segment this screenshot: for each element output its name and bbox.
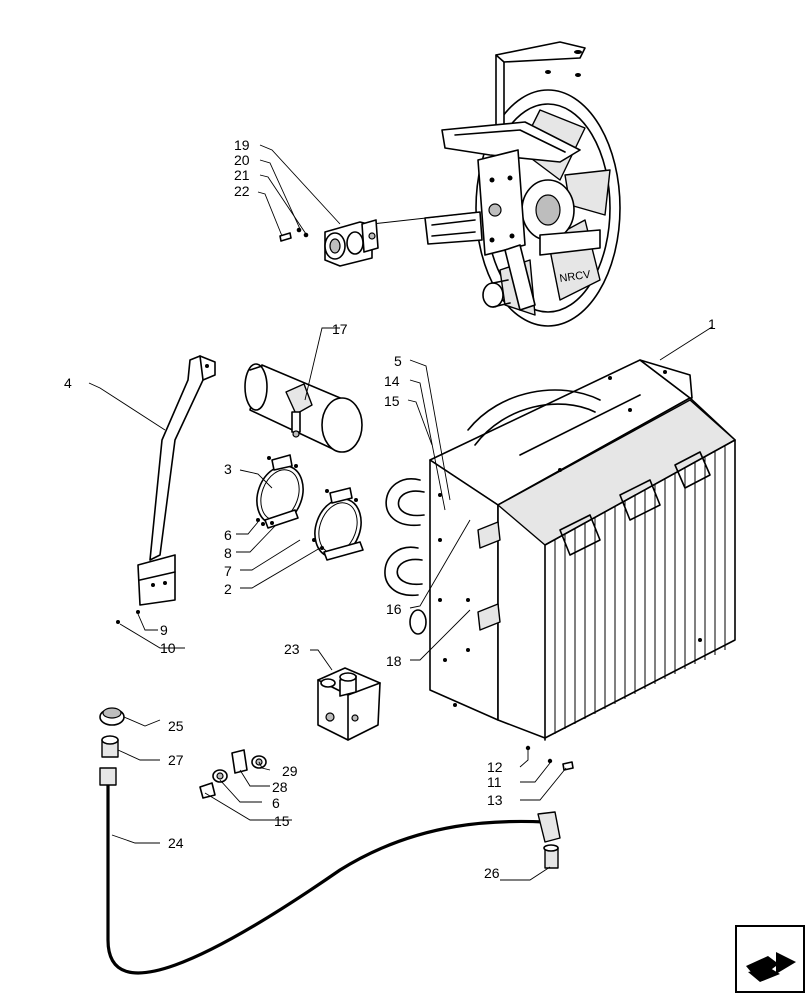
callout-22: 22	[234, 183, 250, 199]
next-page-arrow-icon[interactable]	[735, 925, 805, 993]
callout-27: 27	[168, 752, 184, 768]
elbow-fitting-26	[543, 844, 559, 869]
callout-29: 29	[282, 763, 298, 779]
fan-assembly: NRCV	[424, 41, 621, 327]
callout-15-hose: 15	[274, 813, 290, 829]
callout-12: 12	[487, 759, 503, 775]
callout-16: 16	[386, 601, 402, 617]
callout-3: 3	[224, 461, 232, 477]
callout-6-clamp: 6	[224, 527, 232, 543]
callout-24: 24	[168, 835, 184, 851]
callout-5: 5	[394, 353, 402, 369]
support-bracket	[137, 355, 216, 606]
callout-28: 28	[272, 779, 288, 795]
hydraulic-hose	[99, 767, 561, 975]
callout-1: 1	[708, 316, 716, 332]
filter-canister	[244, 363, 363, 453]
callout-18: 18	[386, 653, 402, 669]
washer-icon	[296, 227, 302, 233]
leader-lines	[88, 144, 713, 881]
adapter-fitting	[101, 735, 119, 758]
callout-14: 14	[384, 373, 400, 389]
clamp-lower	[314, 487, 364, 561]
hydraulic-pump	[324, 219, 379, 267]
callout-6-hose: 6	[272, 795, 280, 811]
callout-8: 8	[224, 545, 232, 561]
shroud-marking: NRCV	[559, 269, 592, 285]
valve-block	[317, 667, 381, 741]
callout-25: 25	[168, 718, 184, 734]
callout-10: 10	[160, 640, 176, 656]
callout-21: 21	[234, 167, 250, 183]
callout-17: 17	[332, 321, 348, 337]
callout-15-radiator: 15	[384, 393, 400, 409]
callout-7: 7	[224, 563, 232, 579]
callout-26: 26	[484, 865, 500, 881]
callout-4: 4	[64, 375, 72, 391]
callout-20: 20	[234, 152, 250, 168]
callout-labels: 1 2 3 4 5 6 6 7 8 9 10 11 12 13 14 15 15…	[64, 137, 716, 881]
callout-11: 11	[487, 774, 502, 790]
cooler-radiator	[384, 359, 736, 741]
callout-9: 9	[160, 622, 168, 638]
bolt-icon	[279, 232, 292, 242]
clamp-upper	[256, 454, 304, 529]
cap-nut	[99, 707, 125, 726]
callout-23: 23	[284, 641, 300, 657]
washer-icon	[303, 232, 309, 238]
callout-19: 19	[234, 137, 250, 153]
callout-13: 13	[487, 792, 503, 808]
hose-clamp-hardware	[199, 749, 267, 799]
callout-2: 2	[224, 581, 232, 597]
